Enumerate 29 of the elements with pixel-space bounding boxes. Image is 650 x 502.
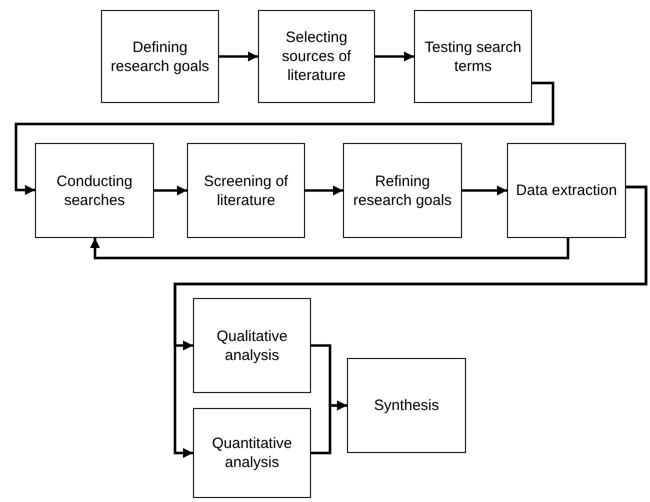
process-box (35, 143, 154, 238)
process-box (101, 10, 219, 103)
process-box (187, 143, 305, 238)
step-label: Refining research goals (352, 172, 453, 210)
arrow (174, 186, 648, 458)
process-box (193, 298, 311, 393)
arrow (219, 52, 258, 62)
arrow (14, 82, 554, 195)
arrow (305, 186, 343, 196)
process-box (414, 10, 532, 103)
step-label: Screening of literature (202, 172, 290, 210)
step-label: Data extraction (516, 181, 617, 200)
arrow (311, 400, 347, 454)
process-box (193, 408, 311, 498)
step-label: Defining research goals (110, 38, 210, 76)
arrow (90, 238, 570, 260)
step-label: Quantitative analysis (210, 434, 294, 472)
process-box (507, 143, 626, 238)
step-label: Synthesis (374, 396, 440, 415)
step-label: Testing search terms (424, 38, 522, 76)
step-label: Qualitative analysis (216, 326, 288, 364)
process-box (343, 143, 462, 238)
arrow (462, 186, 507, 196)
arrow (154, 186, 187, 196)
process-box (347, 358, 466, 453)
process-box (258, 10, 375, 103)
step-label: Selecting sources of literature (280, 28, 352, 85)
arrow (375, 52, 414, 62)
step-label: Conducting searches (56, 172, 134, 210)
